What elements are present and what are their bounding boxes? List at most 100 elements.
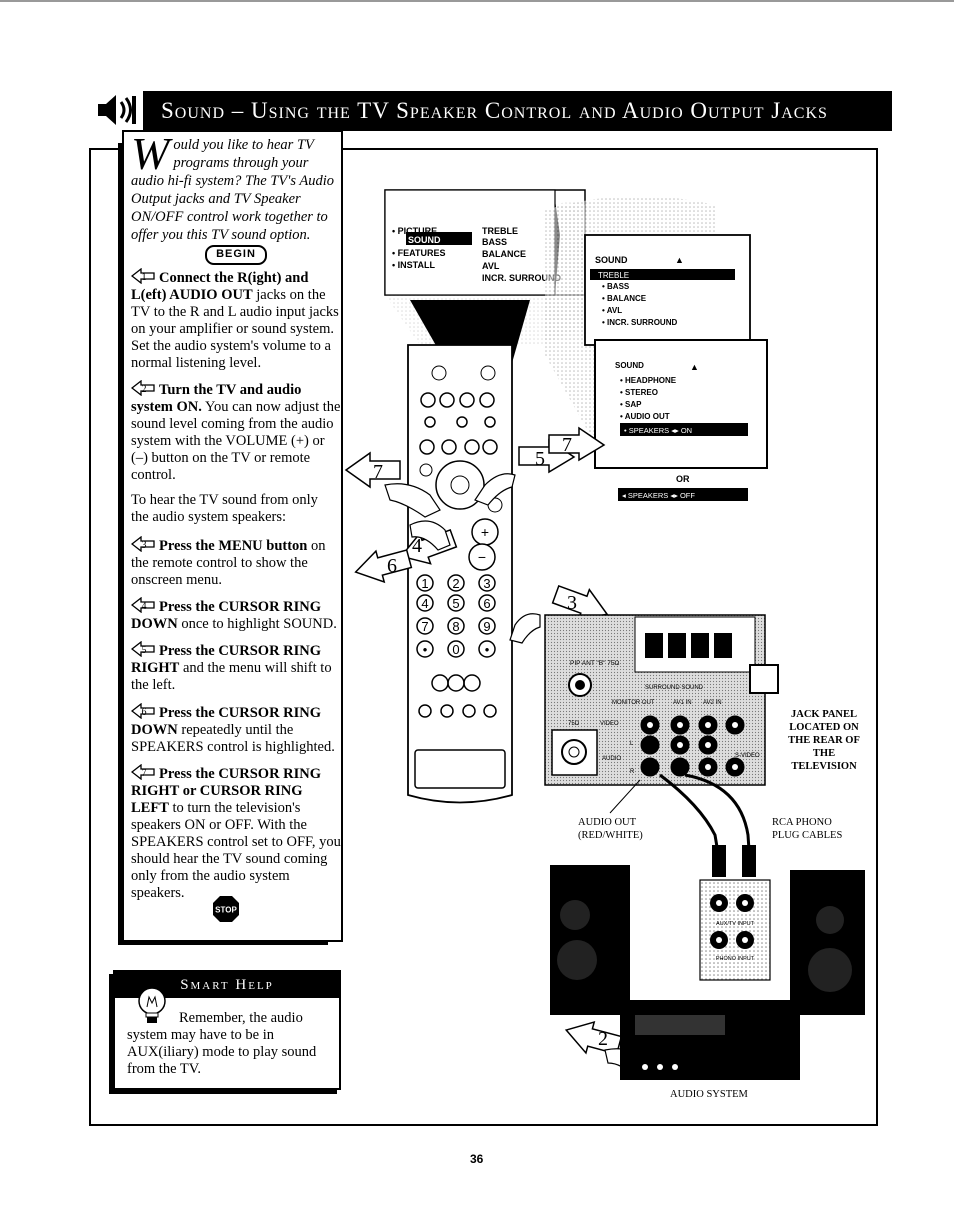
svg-text:1: 1: [142, 272, 147, 283]
menu1-right-item: BALANCE: [482, 249, 526, 259]
svg-text:5: 5: [452, 596, 459, 611]
svg-text:2: 2: [142, 384, 147, 395]
rca-cables-label: RCA PHONO PLUG CABLES: [772, 817, 843, 841]
menu3-item: • AUDIO OUT: [620, 412, 670, 421]
jack-av1: AV1 IN: [673, 700, 692, 706]
alt-highlight-text: ◂ SPEAKERS ◂▸ OFF: [622, 491, 695, 500]
menu1-left-item: • FEATURES: [392, 248, 446, 258]
audio-system-label: AUDIO SYSTEM: [670, 1089, 748, 1100]
right-speaker: [790, 870, 865, 1015]
speaker-sound-icon: [98, 95, 136, 125]
jack-ant: 75Ω: [568, 721, 580, 727]
menu2-item: TREBLE: [598, 271, 629, 280]
illustration: • PICTURE SOUND • FEATURES • INSTALL TRE…: [344, 189, 865, 1080]
svg-text:•: •: [423, 642, 428, 657]
smart-help-shadow-bottom: [109, 1090, 337, 1094]
menu1-left-item: • PICTURE: [392, 226, 437, 236]
instructions-column: [122, 130, 343, 942]
smart-help-text: Remember, the audio system may have to b…: [127, 1010, 317, 1077]
svg-text:−: −: [478, 549, 486, 565]
remote-lower-buttons: [414, 674, 506, 789]
jack-monitor-out: MONITOR OUT: [612, 700, 655, 706]
jack-pip-ant: PIP ANT "B" 75Ω: [570, 660, 619, 667]
stop-sign-icon: STOP: [213, 896, 239, 922]
intro-text: ould you like to hear TV programs throug…: [131, 137, 335, 243]
svg-text:5: 5: [535, 448, 545, 470]
svg-text:4: 4: [142, 601, 147, 612]
page-title: Sound – Using the TV Speaker Control and…: [143, 91, 892, 131]
svg-text:7: 7: [142, 768, 147, 779]
svg-text:9: 9: [483, 619, 490, 634]
menu3-item: • STEREO: [620, 388, 658, 397]
callout-7-left: 7: [344, 451, 401, 489]
smart-help-shadow: [109, 974, 113, 1094]
svg-text:6: 6: [387, 555, 397, 577]
menu1-left-item: • INSTALL: [392, 260, 435, 270]
remote-control: + −: [407, 344, 513, 804]
menu2-item: • AVL: [602, 306, 622, 315]
step-arrow-icon: 7: [131, 764, 155, 780]
remote-keypad: 1 2 3 4 5 6 7 8 9 • 0 •: [416, 574, 496, 658]
rca-plugs: [712, 845, 756, 877]
callout-7-right: 7: [548, 426, 606, 462]
menu3-highlight: [620, 423, 748, 436]
column-shadow: [118, 143, 122, 943]
menu1-right-item: INCR. SURROUND: [482, 273, 562, 283]
svg-text:3: 3: [567, 592, 577, 614]
jack-surround: SURROUND SOUND: [645, 685, 704, 691]
menu1-right-item: TREBLE: [482, 226, 518, 236]
menu3-highlight-text: • SPEAKERS ◂▸ ON: [624, 426, 692, 435]
tv-menu-screen-3: SOUND ▲ • HEADPHONE • STEREO • SAP • AUD…: [594, 339, 768, 469]
step-arrow-icon: 4: [131, 597, 155, 613]
audio-out-pointer: [609, 779, 641, 814]
svg-text:7: 7: [373, 461, 383, 483]
menu1-right-item: BASS: [482, 237, 507, 247]
audio-out-label: AUDIO OUT (RED/WHITE): [578, 817, 643, 841]
alt-highlight: [618, 488, 748, 501]
audio-input-panel: AUX/TV INPUT PHONO INPUT: [699, 879, 771, 981]
callout-6: 6: [354, 549, 413, 584]
jack-audio: AUDIO: [602, 756, 621, 762]
step-arrow-icon: 1: [131, 268, 155, 284]
step-6-bold: Press the CURSOR RING DOWN: [131, 705, 322, 738]
jack-panel: PIP ANT "B" 75Ω SURROUND SOUND MONITOR O…: [544, 614, 779, 786]
top-rule: [0, 0, 954, 2]
step-6-text: repeatedly until the SPEAKERS control is…: [131, 722, 335, 755]
svg-text:1: 1: [421, 576, 428, 591]
audio-receiver: [620, 1000, 800, 1080]
step-7-bold: Press the CURSOR RING RIGHT or CURSOR RI…: [131, 766, 322, 816]
callout-arrows: 7 5 7 4 6 3 1 2: [344, 426, 623, 1055]
step-4-bold: Press the CURSOR RING DOWN: [131, 599, 322, 632]
left-speaker: [550, 865, 630, 1015]
svg-text:7: 7: [421, 619, 428, 634]
jack-panel-label: JACK PANEL LOCATED ON THE REAR OF THE TE…: [788, 709, 860, 772]
step-5-bold: Press the CURSOR RING RIGHT: [131, 643, 322, 676]
menu2-item: • INCR. SURROUND: [602, 318, 677, 327]
step-5-text: and the menu will shift to the left.: [131, 660, 332, 693]
menu1-right-item: AVL: [482, 261, 500, 271]
column-shadow-bottom: [118, 940, 328, 945]
phono-input-label: PHONO INPUT: [716, 956, 755, 962]
svg-text:7: 7: [562, 434, 572, 456]
step-2-bold: Turn the TV and audio system ON.: [131, 382, 302, 415]
menu1-items: • PICTURE SOUND • FEATURES • INSTALL TRE…: [392, 226, 562, 283]
svg-text:8: 8: [452, 619, 459, 634]
step-arrow-icon: 3: [131, 536, 155, 552]
svg-text:4: 4: [421, 596, 428, 611]
menu3-item: • SAP: [620, 400, 642, 409]
jack-video: VIDEO: [600, 721, 619, 727]
or-label: OR: [676, 474, 690, 484]
menu2-item: • BALANCE: [602, 294, 647, 303]
step-1-text: jacks on the TV to the R and L audio inp…: [131, 287, 339, 371]
step-2-text: You can now adjust the sound level comin…: [131, 399, 341, 483]
tv-menu-screen-2: SOUND ▲ TREBLE • BASS • BALANCE • AVL • …: [584, 234, 751, 346]
svg-text:3: 3: [483, 576, 490, 591]
menu1-highlight: [406, 232, 472, 245]
jack-l: L: [630, 741, 634, 747]
